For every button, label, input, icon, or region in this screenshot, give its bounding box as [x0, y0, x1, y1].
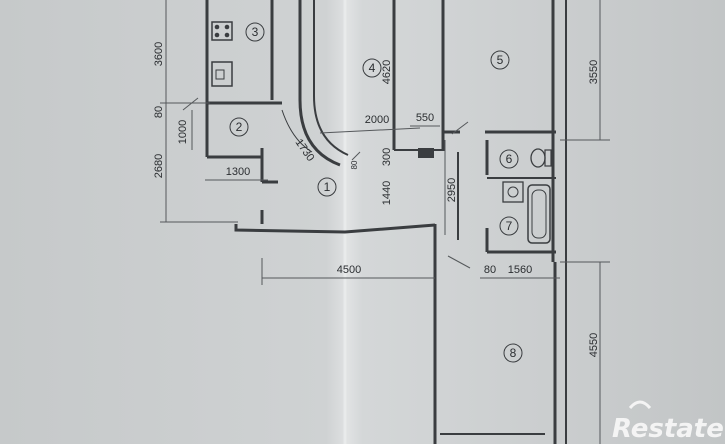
stove-burner-4: [224, 32, 230, 38]
watermark: Restate: [612, 400, 724, 444]
room-number-3: 3: [252, 25, 259, 39]
dimension-lines: [160, 0, 610, 444]
stove-burner-1: [214, 24, 220, 30]
room-marker-2: 2: [229, 117, 249, 137]
dim-label-2950: 2950: [446, 178, 458, 202]
dim-label-1440: 1440: [381, 181, 393, 205]
dim-label-1300: 1300: [226, 166, 250, 178]
dim-label-80-mid: 80: [350, 160, 359, 169]
shaft-block: [418, 148, 434, 158]
room-marker-5: 5: [490, 50, 510, 70]
room-marker-4: 4: [362, 58, 382, 78]
curved-wall: [298, 0, 341, 167]
bathtub-icon: [527, 184, 551, 244]
stove-burner-2: [224, 24, 230, 30]
dim-label-1560: 1560: [508, 264, 532, 276]
fixtures: [211, 21, 552, 244]
dim-corner-tick: [447, 255, 471, 269]
stove-icon: [211, 21, 233, 41]
dim-label-3600: 3600: [153, 42, 165, 66]
room-number-2: 2: [236, 120, 243, 134]
dim-label-2000: 2000: [365, 114, 389, 126]
hall-bottom-wall: [234, 223, 436, 234]
room-number-4: 4: [369, 61, 376, 75]
door-swing-arc: [281, 109, 313, 153]
dim-diag-tick-2: [182, 97, 199, 111]
room-marker-8: 8: [503, 343, 523, 363]
toilet-tank: [544, 149, 552, 167]
washbasin-icon: [502, 181, 524, 203]
dim-label-550: 550: [416, 112, 434, 124]
bathtub-inner: [531, 189, 547, 239]
dim-label-4620: 4620: [381, 60, 393, 84]
room-marker-7: 7: [499, 216, 519, 236]
watermark-text: Restate: [612, 414, 724, 444]
room-marker-6: 6: [499, 149, 519, 169]
curved-wall-inner: [313, 0, 349, 156]
dim-label-80-left: 80: [153, 106, 165, 118]
stove-burner-3: [214, 32, 220, 38]
dim-label-300: 300: [381, 148, 393, 166]
room-number-6: 6: [506, 152, 513, 166]
dim-diag-tick-1: [451, 121, 469, 135]
dim-label-4550: 4550: [588, 333, 600, 357]
dim-label-2680: 2680: [153, 154, 165, 178]
room-markers: 1 2 3 4 5 6 7 8: [229, 22, 523, 363]
dim-label-80-bottom: 80: [484, 264, 496, 276]
room-number-8: 8: [510, 346, 517, 360]
room-number-1: 1: [324, 180, 331, 194]
room-marker-3: 3: [245, 22, 265, 42]
kitchen-sink-bowl: [215, 69, 225, 80]
room-marker-1: 1: [317, 177, 337, 197]
dim-label-3550: 3550: [588, 60, 600, 84]
dim-label-1000: 1000: [177, 120, 189, 144]
walls: [205, 0, 567, 444]
dim-label-4500: 4500: [337, 264, 361, 276]
kitchen-sink-icon: [211, 61, 233, 87]
room-number-7: 7: [506, 219, 513, 233]
dim-diag-tick-3: [351, 151, 361, 161]
room-number-5: 5: [497, 53, 504, 67]
dim-2000-line: [319, 127, 421, 134]
washbasin-bowl: [507, 186, 519, 198]
watermark-roof-icon: [628, 400, 652, 410]
